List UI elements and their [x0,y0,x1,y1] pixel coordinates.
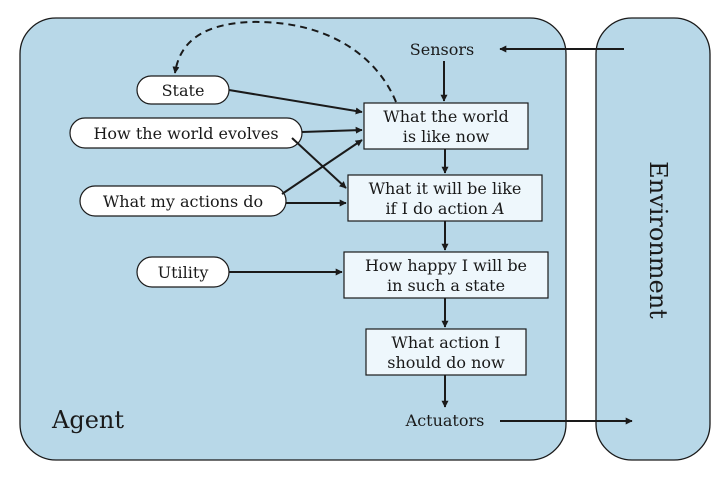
agent-label: Agent [51,406,124,434]
svg-text:What my actions do: What my actions do [103,192,263,211]
arrows [172,20,633,425]
world-evolves-oval: How the world evolves [69,117,303,149]
svg-text:What the world: What the world [383,107,508,126]
arrow-evolves-to-world-now [301,126,363,134]
actions-do-oval: What my actions do [79,185,287,217]
arrow-dashed-to-state [172,20,397,103]
utility-oval: Utility [136,256,230,288]
svg-text:should do now: should do now [387,353,505,372]
svg-text:How happy I will be: How happy I will be [365,256,527,275]
will-be-like-box: What it will be like if I do action A [347,174,543,222]
agent-panel [19,17,567,461]
svg-text:if I do action A: if I do action A [385,199,504,218]
environment-panel [595,17,711,461]
arrow-actions-to-world-now [281,139,363,195]
state-oval: State [136,75,230,105]
svg-text:State: State [162,81,205,100]
how-happy-box: How happy I will be in such a state [343,251,549,299]
arrow-state-to-world-now [228,89,363,115]
sensors-label: Sensors [410,40,474,59]
svg-text:in such a state: in such a state [387,276,505,295]
svg-text:is like now: is like now [403,127,490,146]
actuators-label: Actuators [405,411,485,430]
svg-text:What it will be like: What it will be like [369,179,522,198]
environment-label: Environment [644,161,672,319]
svg-text:What action I: What action I [391,333,500,352]
world-now-box: What the world is like now [363,102,529,150]
arrow-evolves-to-will-be [291,137,347,189]
svg-text:How the world evolves: How the world evolves [93,124,278,143]
what-action-box: What action I should do now [365,328,527,376]
svg-text:Utility: Utility [158,263,209,282]
